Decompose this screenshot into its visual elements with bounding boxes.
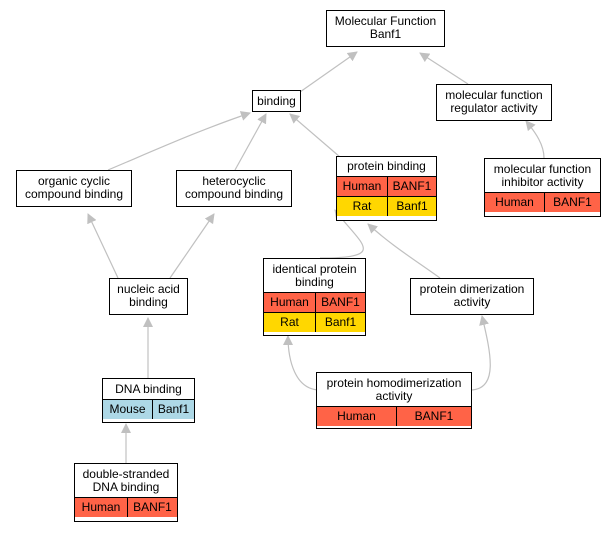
node-label-line2: compound binding <box>184 187 284 201</box>
node-label-line2: DNA binding <box>92 480 160 494</box>
node-label-line1: identical protein <box>272 262 357 276</box>
edge-dimerization-to-protein-binding <box>367 223 441 279</box>
gene-cell: BANF1 <box>387 177 436 196</box>
node-label-line1: binding <box>257 94 296 108</box>
species-cell: Rat <box>280 315 299 329</box>
species-cell: Human <box>342 179 382 193</box>
annotation-row-mouse: Mouse Banf1 <box>103 399 194 419</box>
node-label-line1: molecular function <box>445 88 543 102</box>
gene-cell: Banf1 <box>387 197 436 216</box>
gene-cell: BANF1 <box>544 193 600 212</box>
edge-organic-to-binding <box>107 111 251 171</box>
gene-cell: BANF1 <box>396 407 471 426</box>
edge-homodimer-to-dimerization <box>469 315 491 391</box>
node-label-line2: compound binding <box>24 187 124 201</box>
node-dna-binding[interactable]: DNA binding Mouse Banf1 <box>102 378 195 423</box>
node-label-line1: Molecular Function <box>334 14 437 28</box>
node-label-line2: activity <box>453 295 491 309</box>
annotation-row-human: Human BANF1 <box>75 497 177 517</box>
annotation-row-human: Human BANF1 <box>264 292 365 312</box>
annotation-row-human: Human BANF1 <box>317 406 471 426</box>
edge-nucleic-to-organic <box>87 213 119 279</box>
node-label-line2: binding <box>295 275 334 289</box>
node-label-line2: activity <box>375 389 413 403</box>
edge-heterocyclic-to-binding <box>234 113 267 171</box>
node-label-line1: DNA binding <box>115 382 182 396</box>
node-label-line2: binding <box>129 295 168 309</box>
node-label-line1: nucleic acid <box>117 282 180 296</box>
species-cell: Human <box>270 295 309 309</box>
node-label-line2: regulator activity <box>450 101 538 115</box>
edge-binding-to-mf-banf1 <box>299 51 358 93</box>
node-label-line2: inhibitor activity <box>501 175 584 189</box>
node-label-line1: protein homodimerization <box>326 376 462 390</box>
edge-inhibitor-to-regulator <box>525 120 545 159</box>
species-cell: Human <box>81 500 121 514</box>
node-label-line1: molecular function <box>493 162 592 176</box>
node-binding[interactable]: binding <box>252 90 301 112</box>
species-cell: Rat <box>352 199 372 213</box>
annotation-row-rat: Rat Banf1 <box>264 312 365 332</box>
node-label-line2: Banf1 <box>369 27 402 41</box>
node-protein-binding[interactable]: protein binding Human BANF1 Rat Banf1 <box>336 156 437 221</box>
edge-nucleic-to-heterocyclic <box>169 213 215 279</box>
gene-cell: BANF1 <box>315 293 365 312</box>
edge-homodimer-to-identical <box>283 335 321 391</box>
annotation-row-rat: Rat Banf1 <box>337 196 436 216</box>
species-cell: Mouse <box>109 402 146 416</box>
node-label-line1: organic cyclic <box>37 174 111 188</box>
gene-cell: Banf1 <box>152 400 194 419</box>
species-cell: Human <box>337 409 376 423</box>
gene-cell: BANF1 <box>127 498 177 517</box>
node-label-line1: heterocyclic <box>202 174 266 188</box>
node-label-line1: double-stranded <box>82 467 170 481</box>
node-label-line1: protein binding <box>347 159 426 173</box>
gene-cell: Banf1 <box>315 313 365 332</box>
annotation-row-human: Human BANF1 <box>485 192 600 212</box>
annotation-row-human: Human BANF1 <box>337 176 436 196</box>
edge-protein-binding-to-binding <box>289 113 341 158</box>
species-cell: Human <box>495 195 534 209</box>
node-label-line1: protein dimerization <box>419 282 525 296</box>
edge-regulator-to-mf-banf1 <box>419 52 469 85</box>
